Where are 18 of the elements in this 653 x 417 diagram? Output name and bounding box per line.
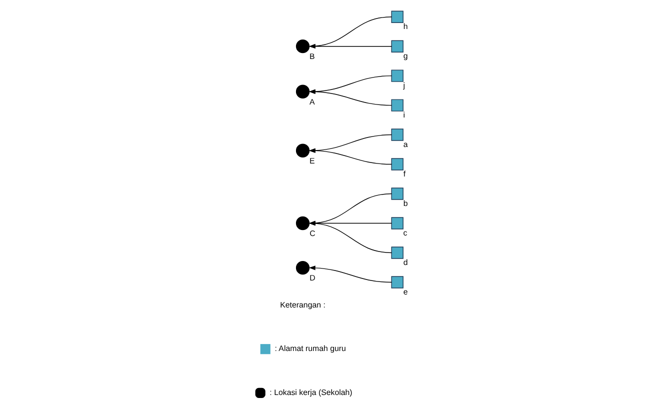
node-label: h — [403, 22, 408, 31]
node-label: B — [309, 52, 315, 62]
node-label: d — [403, 258, 408, 267]
node-label: g — [403, 51, 408, 60]
label: Keterangan : — [280, 300, 326, 310]
node-label: b — [403, 198, 408, 208]
node-label: A — [309, 97, 315, 106]
node-label: c — [403, 228, 408, 238]
node-label: f — [403, 169, 406, 178]
legend-label: : Lokasi kerja (Sekolah) — [270, 388, 352, 397]
node-label: D — [310, 274, 316, 283]
node-label: E — [309, 156, 315, 166]
node-label: j — [403, 80, 406, 90]
legend-label: : Alamat rumah guru — [274, 344, 346, 354]
node-label: C — [310, 229, 316, 238]
node-label: i — [403, 110, 406, 120]
node-label: e — [403, 287, 408, 296]
node-label: a — [403, 140, 408, 149]
